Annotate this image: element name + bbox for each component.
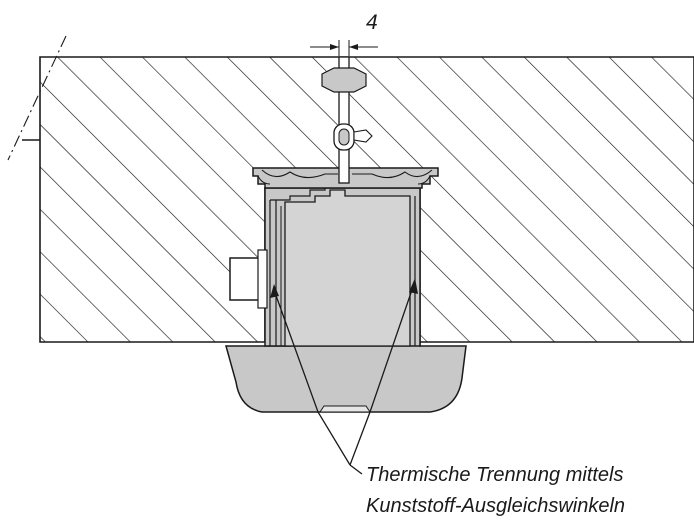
joint-anchor-arrow [353,129,373,143]
leader-line-right [349,283,415,466]
leader-arrow-left [270,284,279,298]
flange-hook-left [257,175,271,185]
housing-lower-body [225,341,467,413]
flange-detail-left [261,169,338,179]
joint-plug [321,67,367,93]
vertical-joint-slot [338,56,350,184]
dimension-value: 4 [366,11,378,34]
housing-inner-compartment [284,189,411,347]
break-line [7,35,67,161]
flange-hook-right [417,175,431,185]
dimension-arrow-right [349,44,358,50]
callout-line-2: Kunststoff-Ausgleichswinkeln [366,495,625,517]
joint-clip-inner [338,128,350,146]
dimension-arrow-left [330,44,339,50]
housing-lens [319,405,371,413]
leader-line-tail [349,464,363,475]
leader-line-left [273,289,351,466]
flange-detail-right [352,169,433,179]
leader-arrow-right [409,278,418,294]
side-connector-plate [257,249,268,309]
callout-line-1: Thermische Trennung mittels [366,464,624,486]
